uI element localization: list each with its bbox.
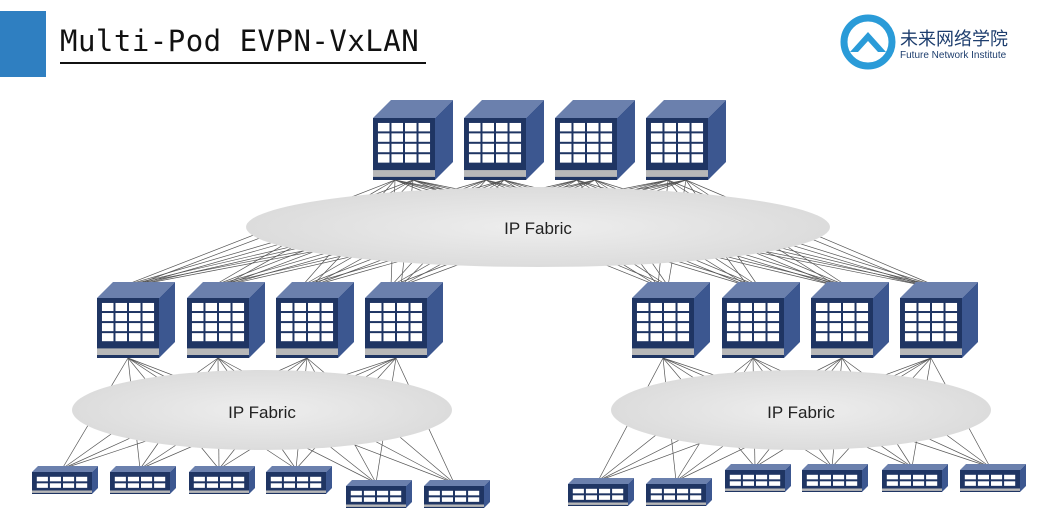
pod-spine-switch	[900, 282, 978, 358]
pod-spine-switch	[811, 282, 889, 358]
leaf-switch	[110, 466, 176, 494]
leaf-switch	[960, 464, 1026, 492]
logo-text-cn: 未来网络学院	[900, 29, 1008, 50]
ip-fabric-label: IP Fabric	[767, 403, 835, 422]
slide-title: Multi-Pod EVPN-VxLAN	[60, 24, 420, 58]
devices	[32, 100, 1026, 508]
accent-bar	[0, 11, 46, 77]
leaf-switch	[32, 466, 98, 494]
leaf-switch	[424, 480, 490, 508]
super-spine-switch	[555, 100, 635, 180]
ip-fabric-label: IP Fabric	[228, 403, 296, 422]
leaf-switch	[189, 466, 255, 494]
leaf-switch	[882, 464, 948, 492]
title-underline	[60, 62, 426, 64]
super-spine-switch	[464, 100, 544, 180]
mountain-logo-icon	[840, 14, 896, 70]
pod-spine-switch	[97, 282, 175, 358]
pod-spine-switch	[722, 282, 800, 358]
leaf-switch	[568, 478, 634, 506]
logo-text-en: Future Network Institute	[900, 50, 1007, 61]
pod-spine-switch	[632, 282, 710, 358]
leaf-switch	[346, 480, 412, 508]
pod-spine-switch	[276, 282, 354, 358]
pod-spine-switch	[365, 282, 443, 358]
ip-fabric-cloud	[246, 187, 830, 267]
ip-fabric-label: IP Fabric	[504, 219, 572, 238]
super-spine-switch	[646, 100, 726, 180]
fabric-clouds: IP Fabric IP Fabric IP Fabric	[72, 187, 991, 450]
pod-spine-switch	[187, 282, 265, 358]
leaf-switch	[266, 466, 332, 494]
leaf-switch	[646, 478, 712, 506]
ip-fabric-cloud	[72, 370, 452, 450]
leaf-switch	[802, 464, 868, 492]
super-spine-switch	[373, 100, 453, 180]
ip-fabric-cloud	[611, 370, 991, 450]
leaf-switch	[725, 464, 791, 492]
